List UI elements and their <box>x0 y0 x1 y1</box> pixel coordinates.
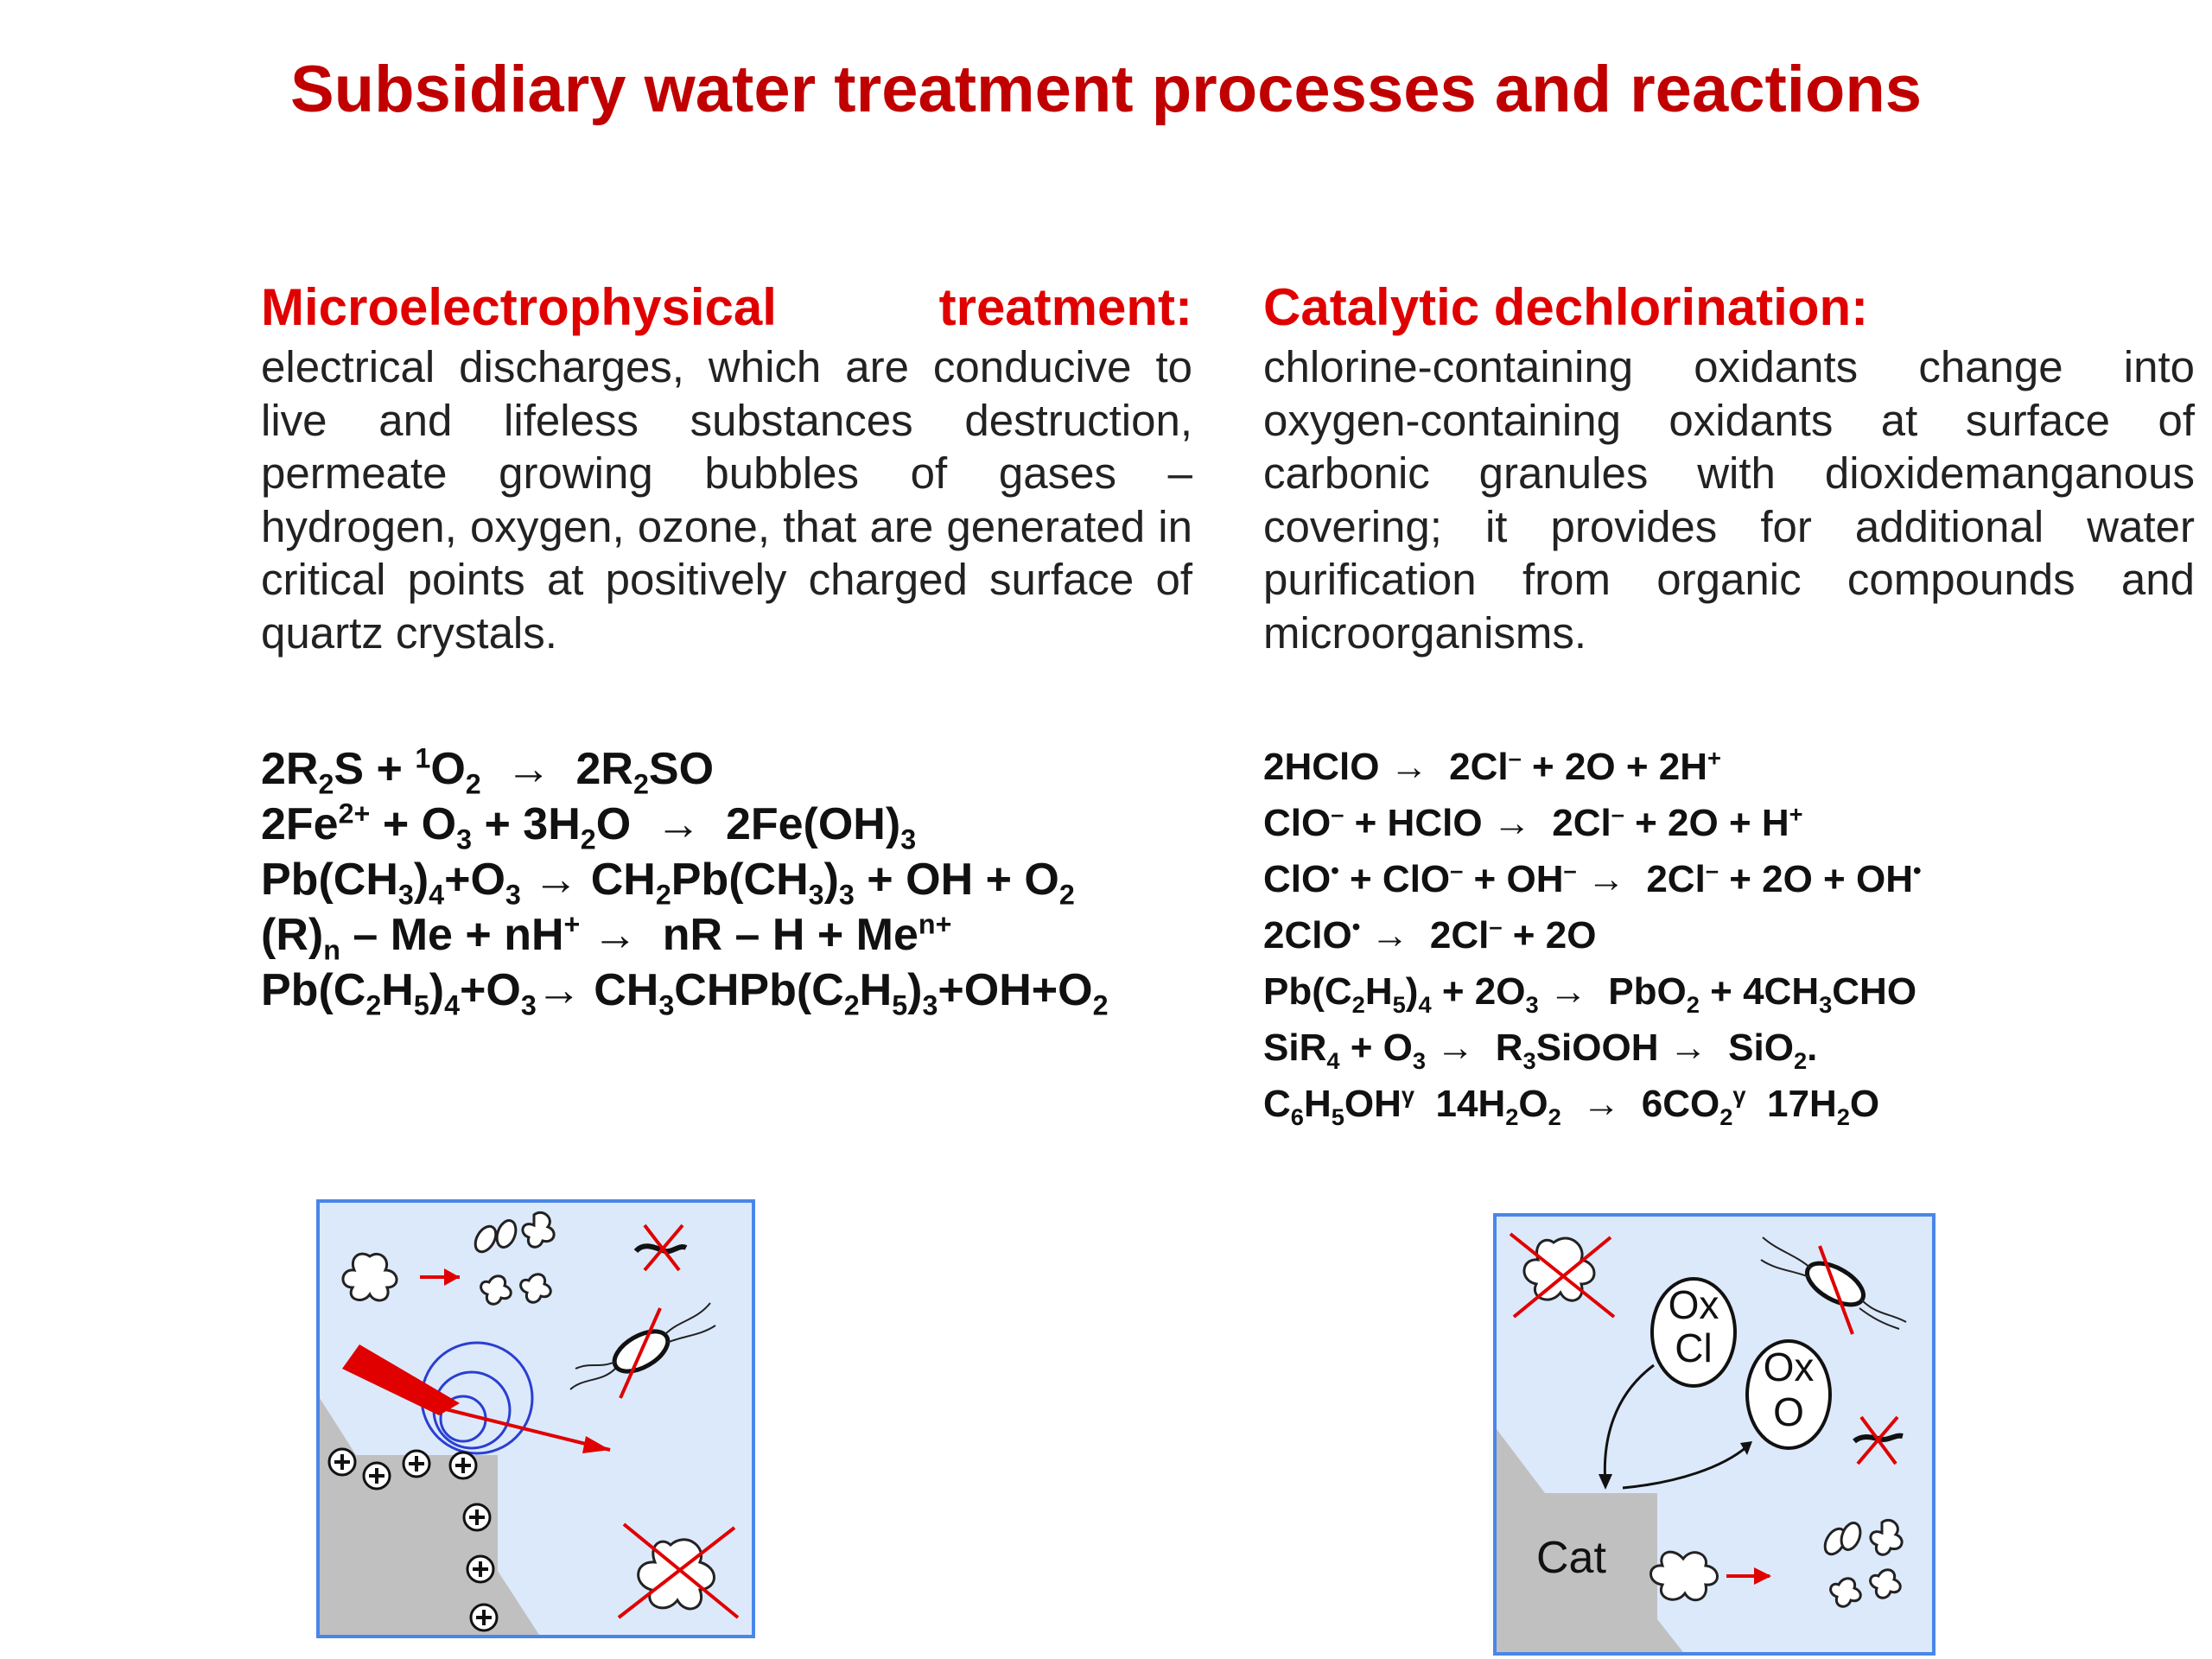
ox-o-bubble: Ox O <box>1745 1339 1832 1450</box>
right-column: Catalytic dechlorination: chlorine-conta… <box>1263 275 2195 659</box>
right-description: chlorine-containing oxidants change into… <box>1263 342 2195 658</box>
particle-icon <box>1649 1550 1719 1602</box>
equation: 2R2S + 1O2 → 2R2SO <box>261 742 715 800</box>
left-description: electrical discharges, which are conduci… <box>261 342 1192 658</box>
equation: C6H5OHγ 14H2O2 → 6CO2γ 17H2O <box>1263 1081 1880 1130</box>
catalytic-dechlorination-diagram: Cat Ox Cl Ox O <box>1493 1213 1936 1656</box>
ox-cl-bubble: Ox Cl <box>1650 1277 1737 1388</box>
ox-cl-label-top: Ox <box>1669 1282 1719 1327</box>
destroyed-bacterium-icon <box>569 1302 716 1399</box>
microelectrophysical-diagram <box>316 1199 755 1638</box>
destroyed-particle-icon <box>1509 1232 1616 1319</box>
equation: SiR4 + O3 → R3SiOOH → SiO2. <box>1263 1027 1818 1074</box>
equation: 2ClO• → 2Cl– + 2O <box>1263 912 1597 957</box>
right-heading: Catalytic dechlorination: <box>1263 278 1869 336</box>
destroyed-worm-icon <box>633 1224 688 1272</box>
ox-o-label-top: Ox <box>1764 1344 1815 1389</box>
arrow-icon <box>1603 1363 1655 1485</box>
fragments-icon <box>474 1211 556 1306</box>
catalyst-surface <box>1497 1429 1683 1652</box>
ox-o-label-bottom: O <box>1773 1389 1804 1434</box>
left-column: Microelectrophysical treatment: electric… <box>261 275 1192 659</box>
equation: Pb(C2H5)4 + 2O3 → PbO2 + 4CH3CHO <box>1263 970 1917 1018</box>
destroyed-bacterium-icon <box>1760 1236 1907 1335</box>
equation: Pb(CH3)4+O3 → CH2Pb(CH3)3 + OH + O2 <box>261 855 1075 911</box>
equation: ClO– + HClO → 2Cl– + 2O + H+ <box>1263 800 1803 844</box>
equation: 2Fe2+ + O3 + 3H2O → 2Fe(OH)3 <box>261 798 917 855</box>
cat-label: Cat <box>1536 1533 1606 1583</box>
right-equations: 2HClO → 2Cl– + 2O + 2H+ ClO– + HClO → 2C… <box>1263 741 2212 1135</box>
destroyed-particle-icon <box>617 1522 740 1619</box>
ox-cl-label-bottom: Cl <box>1675 1325 1712 1370</box>
destroyed-worm-icon <box>1853 1415 1904 1465</box>
page-title: Subsidiary water treatment processes and… <box>289 53 1923 126</box>
equation: ClO• + ClO– + OH– → 2Cl– + 2O + OH• <box>1263 856 1922 900</box>
electrical-discharge-icon <box>342 1344 611 1453</box>
equation: Pb(C2H5)4+O3→ CH3CHPb(C2H5)3+OH+O2 <box>261 965 1109 1021</box>
equation: (R)n – Me + nH+ → nR – H + Men+ <box>261 908 952 966</box>
equation: 2HClO → 2Cl– + 2O + 2H+ <box>1263 744 1721 788</box>
arrow-icon <box>1622 1445 1748 1490</box>
left-equations: 2R2S + 1O2 → 2R2SO 2Fe2+ + O3 + 3H2O → 2… <box>261 741 1211 1021</box>
fragments-icon <box>1823 1518 1904 1608</box>
left-heading: Microelectrophysical treatment: <box>261 278 1192 336</box>
